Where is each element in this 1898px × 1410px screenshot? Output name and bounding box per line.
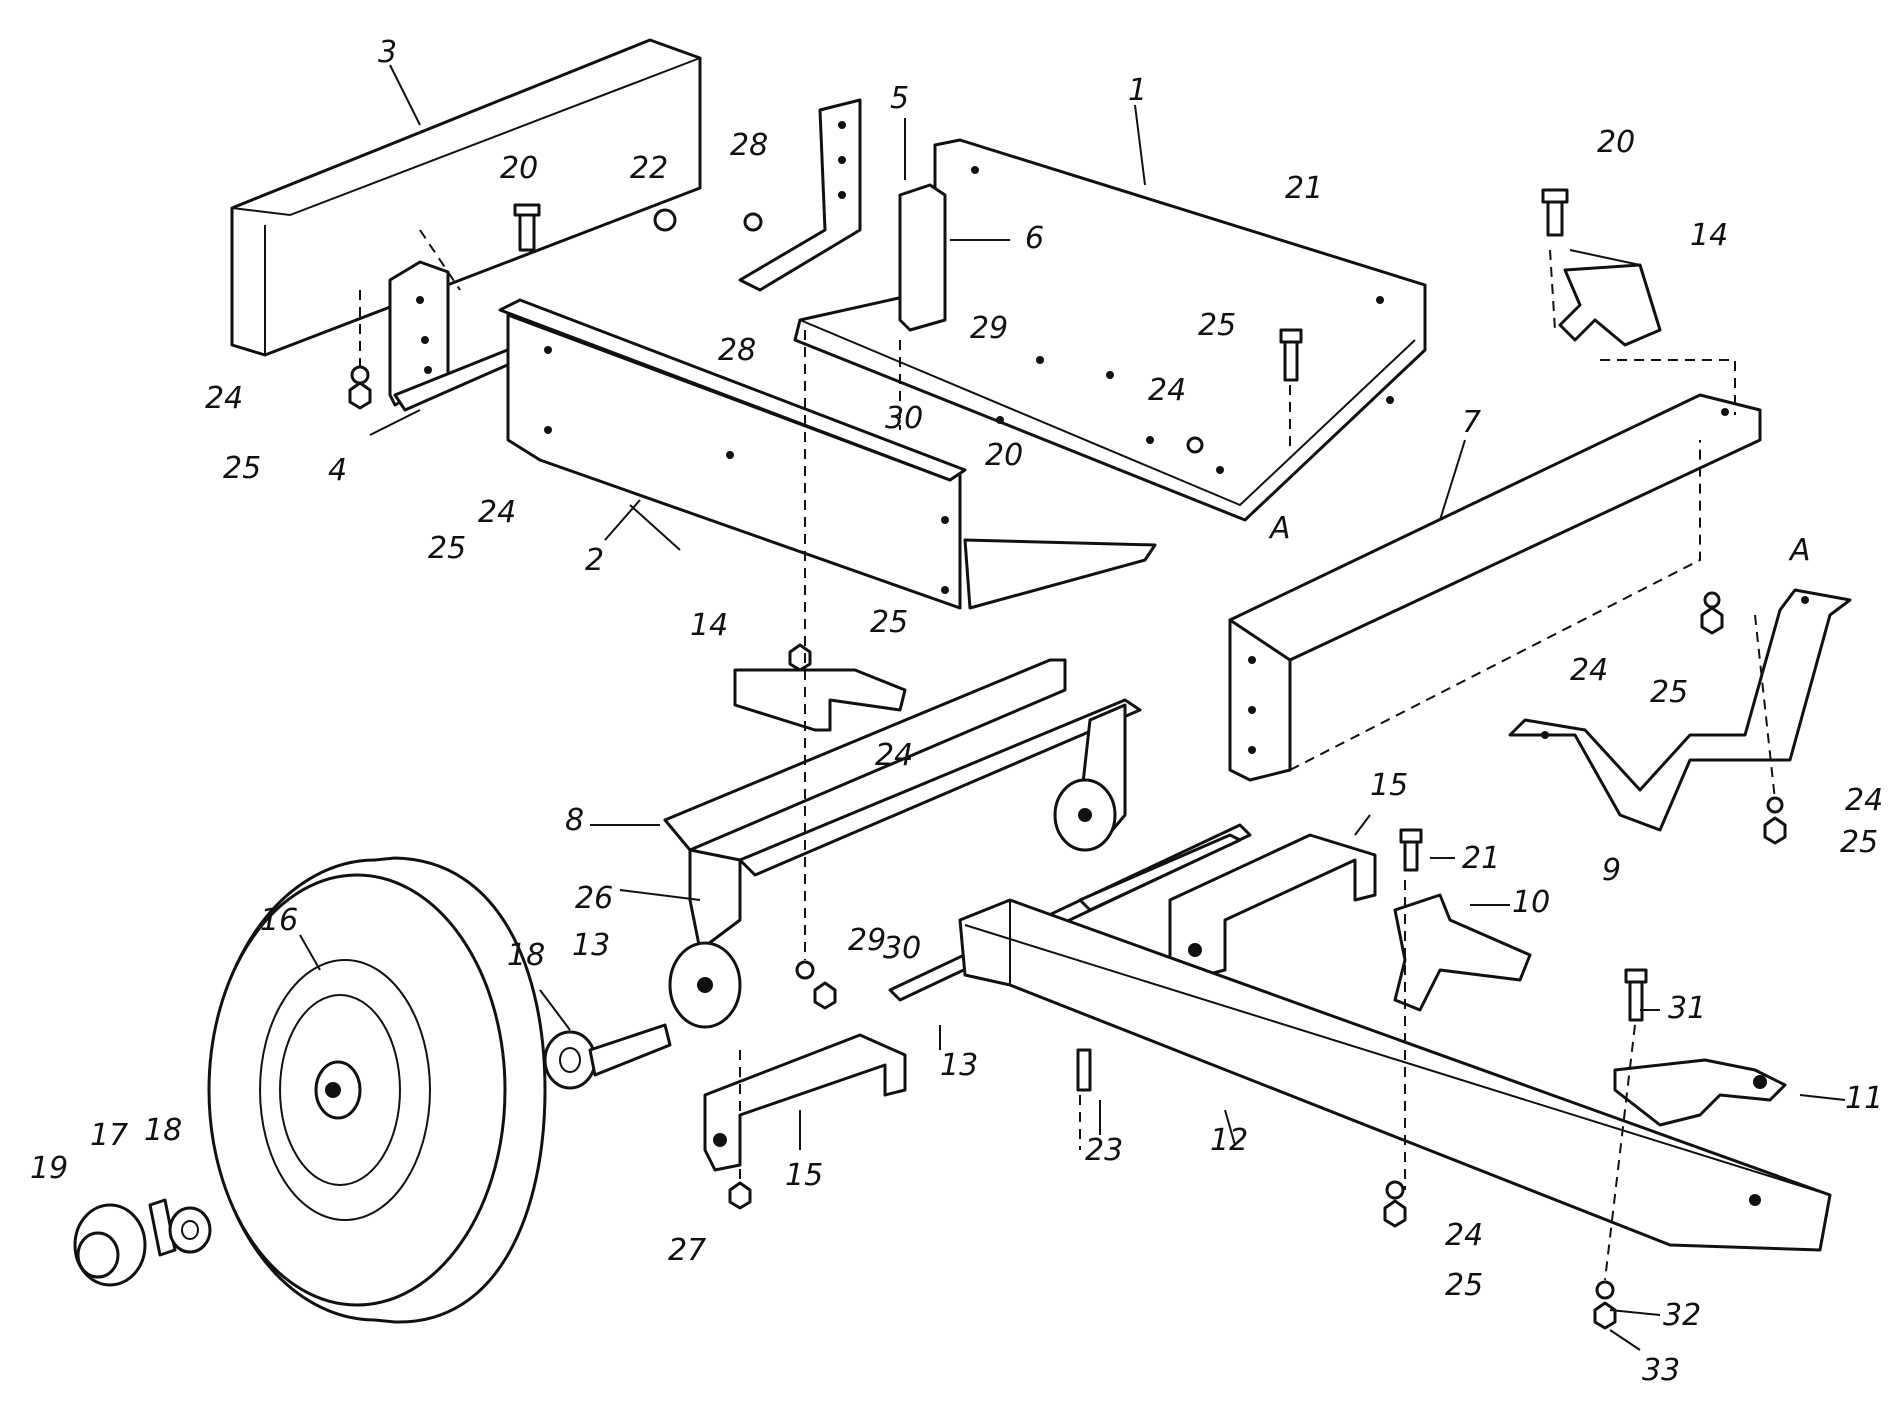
- callout-2: 2: [585, 543, 604, 578]
- callout-28-upper: 28: [730, 128, 768, 163]
- tongue-plate-part-11: [1613, 1058, 1787, 1127]
- callout-30-upper: 30: [885, 401, 923, 436]
- callout-1: 1: [1128, 73, 1147, 108]
- hitch-bracket-part-10: [1393, 893, 1532, 1012]
- wheel-part-16: [207, 856, 547, 1324]
- callout-14-left: 14: [690, 608, 728, 643]
- callout-24-e: 24: [1570, 653, 1608, 688]
- callout-21-lower: 21: [1462, 841, 1500, 876]
- callout-12: 12: [1210, 1123, 1248, 1158]
- callout-25-f: 25: [1840, 825, 1878, 860]
- callout-11: 11: [1845, 1081, 1883, 1116]
- callout-24-a: 24: [205, 381, 243, 416]
- callout-25-c: 25: [1198, 308, 1236, 343]
- callout-leaders: [299, 64, 1846, 1351]
- callout-23: 23: [1085, 1133, 1123, 1168]
- callout-20-left: 20: [500, 151, 538, 186]
- reference-mark-a-bracket: A: [1788, 533, 1811, 568]
- reference-mark-a-floor: A: [1268, 511, 1291, 546]
- small-bracket-part-14-right: [1558, 263, 1662, 347]
- callout-6: 6: [1025, 221, 1044, 256]
- callout-25-d: 25: [870, 605, 908, 640]
- callout-8: 8: [565, 803, 584, 838]
- callout-15-upper: 15: [1370, 768, 1408, 803]
- callout-31: 31: [1668, 991, 1706, 1026]
- callout-25-e: 25: [1650, 675, 1688, 710]
- callout-14-right: 14: [1690, 218, 1728, 253]
- callout-10: 10: [1512, 885, 1550, 920]
- side-rail-part-7: [1228, 393, 1762, 782]
- callout-25-g: 25: [1445, 1268, 1483, 1303]
- support-bracket-part-9: [1508, 588, 1852, 832]
- callout-33: 33: [1642, 1353, 1680, 1388]
- frame-mount-part-8: [663, 658, 1142, 1029]
- callout-24-c: 24: [1148, 373, 1186, 408]
- callout-24-f: 24: [1845, 783, 1883, 818]
- side-panel-part-2: [498, 298, 1157, 610]
- callout-5: 5: [890, 81, 909, 116]
- hardware-bolts-nuts: [348, 188, 1787, 1330]
- callout-25-b: 25: [428, 531, 466, 566]
- callout-25-a: 25: [223, 451, 261, 486]
- callout-32: 32: [1663, 1298, 1701, 1333]
- mount-bracket-part-15-lower: [703, 1033, 907, 1172]
- callout-20-right: 20: [1597, 125, 1635, 160]
- callout-28-lower: 28: [718, 333, 756, 368]
- callout-4: 4: [328, 453, 347, 488]
- callout-17: 17: [90, 1118, 128, 1153]
- callout-3: 3: [378, 35, 397, 70]
- callout-24-d: 24: [875, 738, 913, 773]
- assembly-guide-lines: [359, 229, 1776, 1281]
- callout-9: 9: [1602, 853, 1621, 888]
- callout-29-lower: 29: [848, 923, 886, 958]
- callout-labels: 1 2 3 4 5 6 7 8 9 10 11 12 13 13 14 14 1…: [30, 35, 1883, 1388]
- callout-24-g: 24: [1445, 1218, 1483, 1253]
- channel-part-3: [230, 38, 702, 357]
- callout-21-upper: 21: [1285, 171, 1323, 206]
- callout-30-lower: 30: [883, 931, 921, 966]
- callout-7: 7: [1462, 405, 1481, 440]
- tongue-beam-part-12: [958, 898, 1832, 1252]
- callout-18-axle: 18: [507, 938, 545, 973]
- callout-27: 27: [668, 1233, 706, 1268]
- callout-13-upper: 13: [572, 928, 610, 963]
- callout-19: 19: [30, 1151, 68, 1186]
- callout-15-lower: 15: [785, 1158, 823, 1193]
- clip-bracket-part-6: [898, 183, 947, 332]
- callout-18-hub: 18: [144, 1113, 182, 1148]
- hub-hardware: [73, 1023, 672, 1287]
- floor-panel-part-1: [793, 138, 1427, 522]
- callout-20-middle: 20: [985, 438, 1023, 473]
- small-bracket-part-14-left: [733, 668, 907, 732]
- callout-26: 26: [575, 881, 613, 916]
- callout-22: 22: [630, 151, 668, 186]
- callout-13-lower: 13: [940, 1048, 978, 1083]
- callout-29-upper: 29: [970, 311, 1008, 346]
- upright-bracket-part-5: [738, 98, 862, 292]
- callout-16: 16: [260, 903, 298, 938]
- callout-24-b: 24: [478, 495, 516, 530]
